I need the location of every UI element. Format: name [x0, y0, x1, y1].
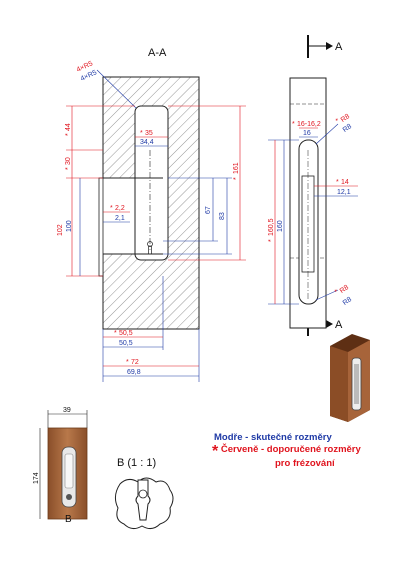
- small-dim-39: 39: [63, 407, 71, 414]
- side-dim-14: 14: [341, 179, 349, 186]
- dim-30: 30: [65, 157, 72, 165]
- svg-text:*: *: [110, 205, 113, 212]
- svg-text:*: *: [114, 330, 117, 337]
- dim-83: 83: [219, 212, 226, 220]
- svg-text:*: *: [65, 133, 72, 136]
- svg-text:*: *: [334, 289, 340, 296]
- dim-50-5-red: 50,5: [119, 330, 133, 337]
- legend-red-text: Červeně - doporučené rozměry: [220, 444, 361, 455]
- small-front-view: B 39 174: [33, 407, 88, 525]
- svg-text:*: *: [292, 121, 295, 128]
- detail-label: B (1 : 1): [117, 457, 156, 469]
- small-view-letter: B: [65, 514, 72, 525]
- r8-bottom-red: R8: [339, 284, 350, 295]
- r8-top-blue: R8: [342, 123, 353, 134]
- detail-b-view: B (1 : 1): [114, 457, 174, 530]
- dim-44: 44: [65, 123, 72, 131]
- legend-red: * Červeně - doporučené rozměry: [212, 443, 361, 460]
- dim-100: 100: [66, 220, 73, 232]
- legend-blue: Modře - skutečné rozměry: [214, 432, 332, 443]
- side-dim-160-5: 160,5: [268, 218, 275, 236]
- dim-161: 161: [233, 162, 240, 174]
- svg-text:*: *: [335, 118, 341, 125]
- door-leaf: [98, 177, 104, 277]
- r8-bottom-blue: R8: [342, 296, 353, 307]
- section-marker-bottom: A: [335, 319, 343, 331]
- r8-top-red: R8: [340, 113, 351, 124]
- small-dim-174: 174: [33, 472, 40, 484]
- side-dim-16-red: 16-16,2: [297, 121, 321, 128]
- legend-star: *: [212, 443, 219, 460]
- dim-50-5: 50,5: [119, 340, 133, 347]
- detail-keyhole: [135, 479, 151, 521]
- section-marker-top: A: [335, 41, 343, 53]
- dim-69-8: 69,8: [127, 369, 141, 376]
- side-dim-12-1: 12,1: [337, 189, 351, 196]
- side-dim-16: 16: [303, 130, 311, 137]
- dim-2-2: 2,2: [115, 205, 125, 212]
- svg-text:*: *: [126, 359, 129, 366]
- keyhole: [147, 241, 153, 247]
- product-3d-render: [330, 334, 370, 422]
- section-view: A-A 4×R5 4×R5 * 44 * 30 102: [57, 47, 246, 382]
- handle-recess: [134, 105, 169, 261]
- side-dim-160: 160: [277, 220, 284, 232]
- dim-67: 67: [205, 206, 212, 214]
- dim-2-1: 2,1: [115, 215, 125, 222]
- section-title: A-A: [148, 47, 167, 59]
- svg-text:*: *: [336, 179, 339, 186]
- svg-text:*: *: [268, 239, 275, 242]
- svg-text:*: *: [65, 167, 72, 170]
- side-view: A A * 16-16,2 16 * R8 R8 * 14 12,1: [268, 35, 358, 336]
- dim-34-4: 34,4: [140, 139, 154, 146]
- dim-72: 72: [131, 359, 139, 366]
- legend-red-line2: pro frézování: [275, 458, 335, 469]
- svg-text:*: *: [233, 177, 240, 180]
- dim-35: 35: [145, 130, 153, 137]
- svg-text:*: *: [140, 130, 143, 137]
- dim-102-red: 102: [57, 224, 64, 236]
